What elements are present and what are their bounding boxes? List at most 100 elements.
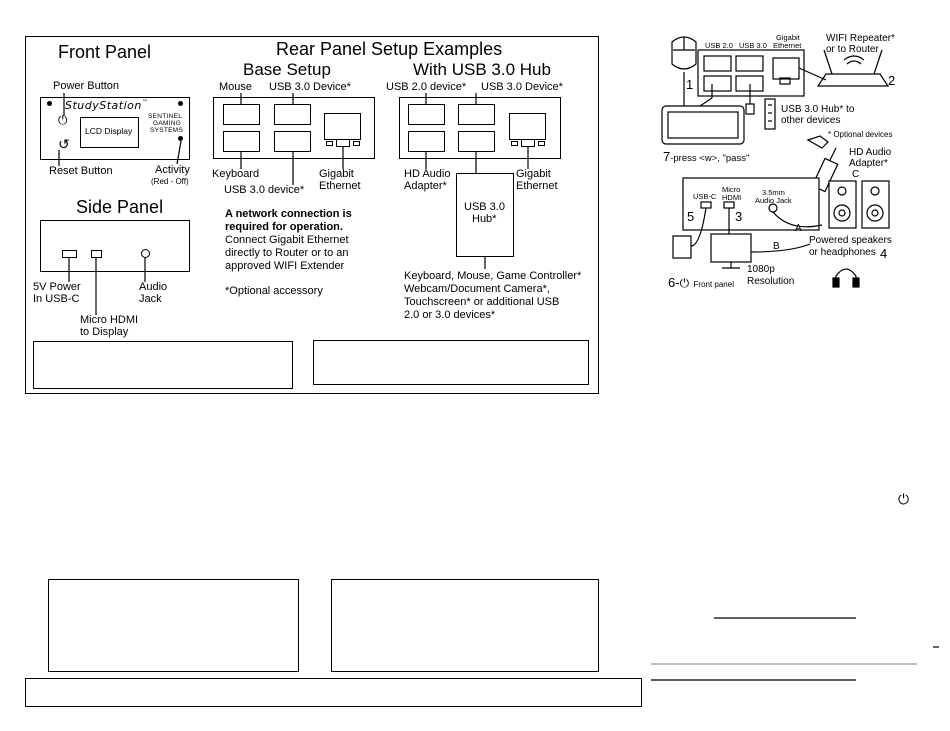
usbc-power-label: In USB-C	[33, 293, 80, 305]
network-note: required for operation.	[225, 221, 343, 233]
reset-icon: ↺	[58, 136, 70, 152]
gigabit-label: Gigabit	[776, 33, 800, 42]
usb30-port-label: USB 3.0	[739, 41, 767, 50]
step-number: 1	[686, 77, 694, 92]
activity-note: (Red - Off)	[151, 177, 189, 186]
ethernet-clip	[336, 139, 350, 147]
usbc-label: USB-C	[693, 192, 717, 201]
base-rear-panel	[213, 97, 375, 159]
usb30-device-b-label: USB 3.0 device*	[224, 184, 305, 196]
network-note: A network connection is	[225, 208, 352, 220]
rear-panel-title: Rear Panel Setup Examples	[276, 39, 503, 59]
hd-audio-label: HD Audio	[849, 147, 892, 158]
logo-line: SYSTEMS	[150, 127, 184, 134]
reset-button-label: Reset Button	[49, 165, 113, 177]
blank-bar	[25, 678, 642, 707]
step-number: 3	[735, 209, 743, 224]
hd-audio-label: Adapter*	[849, 158, 888, 169]
audio-jack-label: Audio	[139, 281, 168, 293]
hub-note: USB 3.0 Hub* to	[781, 104, 855, 115]
activity-label: Activity	[155, 164, 190, 176]
usbc-power-label: 5V Power	[33, 281, 81, 293]
side-panel-device	[40, 220, 190, 272]
resolution-label: 1080p	[747, 264, 775, 275]
blank-box	[33, 341, 293, 389]
usb20-device-label: USB 2.0 device*	[386, 81, 467, 93]
blank-box	[313, 340, 589, 385]
ethernet-led	[511, 141, 518, 146]
optional-devices-note: * Optional devices	[828, 130, 893, 139]
hub-devices-note: 2.0 or 3.0 devices*	[404, 309, 496, 321]
resolution-label: Resolution	[747, 276, 795, 287]
micro-hdmi-label: Micro HDMI	[80, 314, 139, 326]
corner-dot	[47, 101, 52, 106]
wifi-label: WIFI Repeater*	[826, 33, 895, 44]
front-panel-title: Front Panel	[58, 42, 152, 62]
lcd-display	[80, 117, 139, 148]
base-setup-title: Base Setup	[243, 60, 331, 79]
hd-audio-label: Adapter*	[404, 180, 447, 192]
ethernet-led	[353, 141, 360, 146]
mouse-icon	[671, 36, 697, 70]
power-button-label: Power Button	[53, 80, 120, 92]
hd-audio-label: HD Audio	[404, 168, 451, 180]
speakers-label: Powered speakers	[809, 235, 892, 246]
network-note: Connect Gigabit Ethernet	[225, 234, 349, 246]
cable-letter: B	[773, 241, 780, 252]
usb30-port	[458, 104, 495, 125]
ethernet-led	[326, 141, 333, 146]
usb20-port	[408, 131, 445, 152]
hub-devices-note: Webcam/Document Camera*,	[404, 283, 550, 295]
audio-jack-label: 3.5mm	[762, 188, 785, 197]
step-number: 4	[880, 246, 888, 261]
audio-jack-label: Audio Jack	[755, 196, 792, 205]
ethernet-led	[538, 141, 545, 146]
step-number: 2	[888, 73, 896, 88]
usb30-port	[274, 131, 311, 152]
network-note: directly to Router or to an	[225, 247, 349, 259]
logo-line: GAMING	[153, 120, 182, 127]
wifi-label: or to Router	[826, 44, 879, 55]
network-note: approved WIFI Extender	[225, 260, 345, 272]
power-icon: ⏻	[679, 276, 690, 290]
step-number: 5	[687, 209, 695, 224]
micro-hdmi-label: HDMI	[722, 193, 742, 202]
usb20-port	[223, 104, 260, 125]
hub-note: other devices	[781, 115, 841, 126]
logo-line: SENTINEL	[148, 113, 183, 120]
lcd-display-label: LCD Display	[85, 126, 133, 136]
power-icon: ⏻	[898, 491, 910, 507]
audio-jack-label: Jack	[139, 293, 162, 305]
brand-logo: StudyStation™	[65, 99, 149, 112]
step-6: 6-⏻ Front panel	[668, 275, 734, 290]
blank-box	[48, 579, 299, 672]
keyboard-label: Keyboard	[212, 168, 260, 180]
usb30-port	[274, 104, 311, 125]
usbc-port	[62, 250, 77, 258]
audio-jack-port	[141, 249, 150, 258]
blank-box	[331, 579, 599, 672]
micro-hdmi-label: to Display	[80, 326, 129, 338]
gigabit-label: Ethernet	[319, 180, 361, 192]
micro-hdmi-label: Micro	[722, 185, 741, 194]
usb-hub	[456, 173, 514, 257]
power-icon: ⏻	[58, 113, 68, 127]
micro-hdmi-port	[91, 250, 102, 258]
usb-hub-label: Hub*	[472, 213, 497, 225]
ethernet-clip	[521, 139, 535, 147]
gigabit-label: Gigabit	[319, 168, 354, 180]
activity-led	[178, 136, 183, 141]
gigabit-label: Ethernet	[773, 41, 802, 50]
usb20-port	[223, 131, 260, 152]
hub-rear-panel	[399, 97, 561, 159]
cable-letter: C	[852, 169, 860, 180]
mouse-label: Mouse	[219, 81, 253, 93]
optional-accessory-note: *Optional accessory	[225, 285, 323, 297]
usb-hub-label: USB 3.0	[464, 201, 505, 213]
usb30-port	[458, 131, 495, 152]
headphones-icon	[835, 268, 857, 286]
cable-letter: A	[795, 223, 802, 234]
